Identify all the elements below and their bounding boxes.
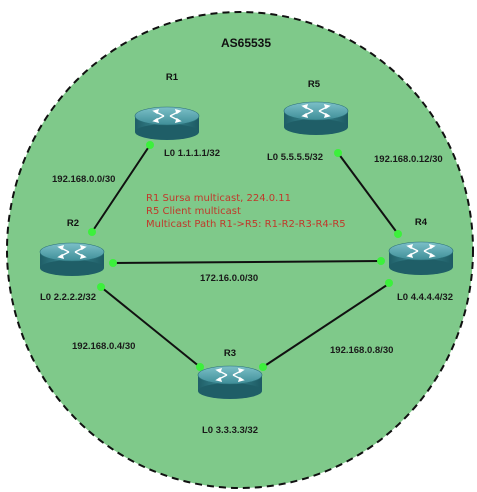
router-arrows-icon [57, 245, 87, 259]
loopback-label-r4: L0 4.4.4.4/32 [397, 292, 453, 303]
link-r5-r4 [337, 152, 399, 235]
loopback-label-r1: L0 1.1.1.1/32 [164, 148, 220, 159]
router-name-r4: R4 [415, 217, 428, 228]
loopback-label-r3: L0 3.3.3.3/32 [202, 425, 258, 436]
subnet-label-r5-r4: 192.168.0.12/30 [374, 154, 443, 165]
router-r5[interactable] [283, 101, 349, 135]
link-r1-r2 [91, 144, 151, 233]
router-r4[interactable] [388, 241, 454, 275]
loopback-label-r2: L0 2.2.2.2/32 [40, 292, 96, 303]
port-dot [97, 283, 105, 291]
link-r2-r3 [100, 286, 201, 368]
router-arrows-icon [301, 104, 331, 118]
router-arrows-icon [406, 244, 436, 258]
router-arrows-icon [152, 109, 182, 123]
port-dot [88, 228, 96, 236]
router-arrows-icon [215, 368, 245, 382]
router-r3[interactable] [197, 365, 263, 399]
note-client: R5 Client multicast [146, 206, 241, 217]
port-dot [334, 149, 342, 157]
link-r3-r4 [262, 282, 391, 368]
port-dot [109, 259, 117, 267]
port-dot [259, 363, 267, 371]
link-r2-r4 [111, 260, 385, 264]
as-boundary [6, 11, 474, 489]
subnet-label-r2-r4: 172.16.0.0/30 [200, 273, 258, 284]
router-r2[interactable] [39, 242, 105, 276]
router-name-r2: R2 [67, 218, 79, 229]
port-dot [385, 279, 393, 287]
router-name-r5: R5 [308, 79, 321, 90]
port-dot [146, 141, 154, 149]
port-dot [394, 230, 402, 238]
as-label: AS65535 [221, 36, 271, 50]
links [91, 144, 399, 368]
note-source: R1 Sursa multicast, 224.0.11 [146, 193, 291, 204]
router-name-r1: R1 [166, 72, 179, 83]
subnet-label-r1-r2: 192.168.0.0/30 [52, 174, 115, 185]
subnet-label-r3-r4: 192.168.0.8/30 [330, 345, 393, 356]
port-dot [196, 363, 204, 371]
loopback-label-r5: L0 5.5.5.5/32 [267, 152, 323, 163]
router-r1[interactable] [134, 106, 200, 140]
note-path: Multicast Path R1->R5: R1-R2-R3-R4-R5 [146, 219, 346, 230]
router-name-r3: R3 [224, 348, 236, 359]
subnet-label-r2-r3: 192.168.0.4/30 [72, 341, 135, 352]
port-dot [377, 257, 385, 265]
port-dots [88, 141, 402, 371]
